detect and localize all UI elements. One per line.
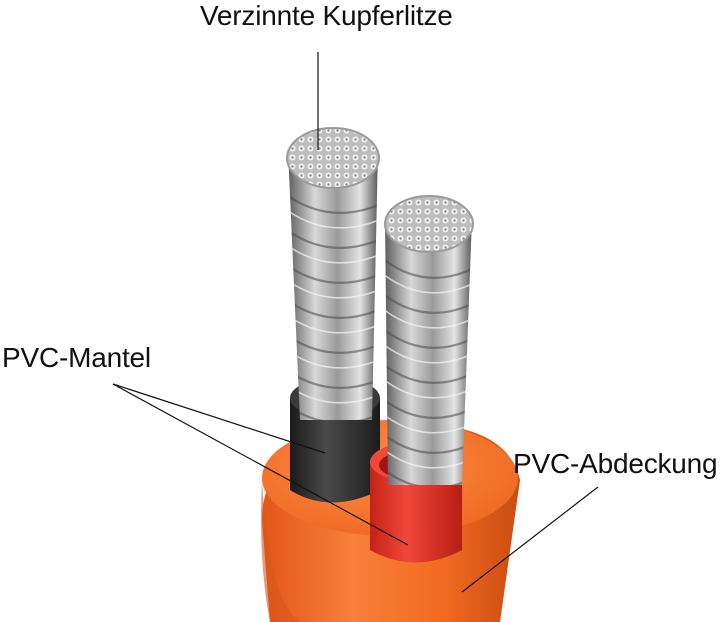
leader-line-mantel-black bbox=[112, 383, 326, 454]
label-copper-strand: Verzinnte Kupferlitze bbox=[200, 0, 453, 31]
leader-lines bbox=[112, 52, 599, 593]
leader-line-cover bbox=[461, 486, 599, 593]
leader-line-mantel-red bbox=[112, 383, 409, 546]
label-pvc-cover: PVC-Abdeckung bbox=[513, 448, 718, 479]
left-copper-strand bbox=[286, 127, 380, 420]
label-pvc-jacket: PVC-Mantel bbox=[2, 342, 151, 373]
